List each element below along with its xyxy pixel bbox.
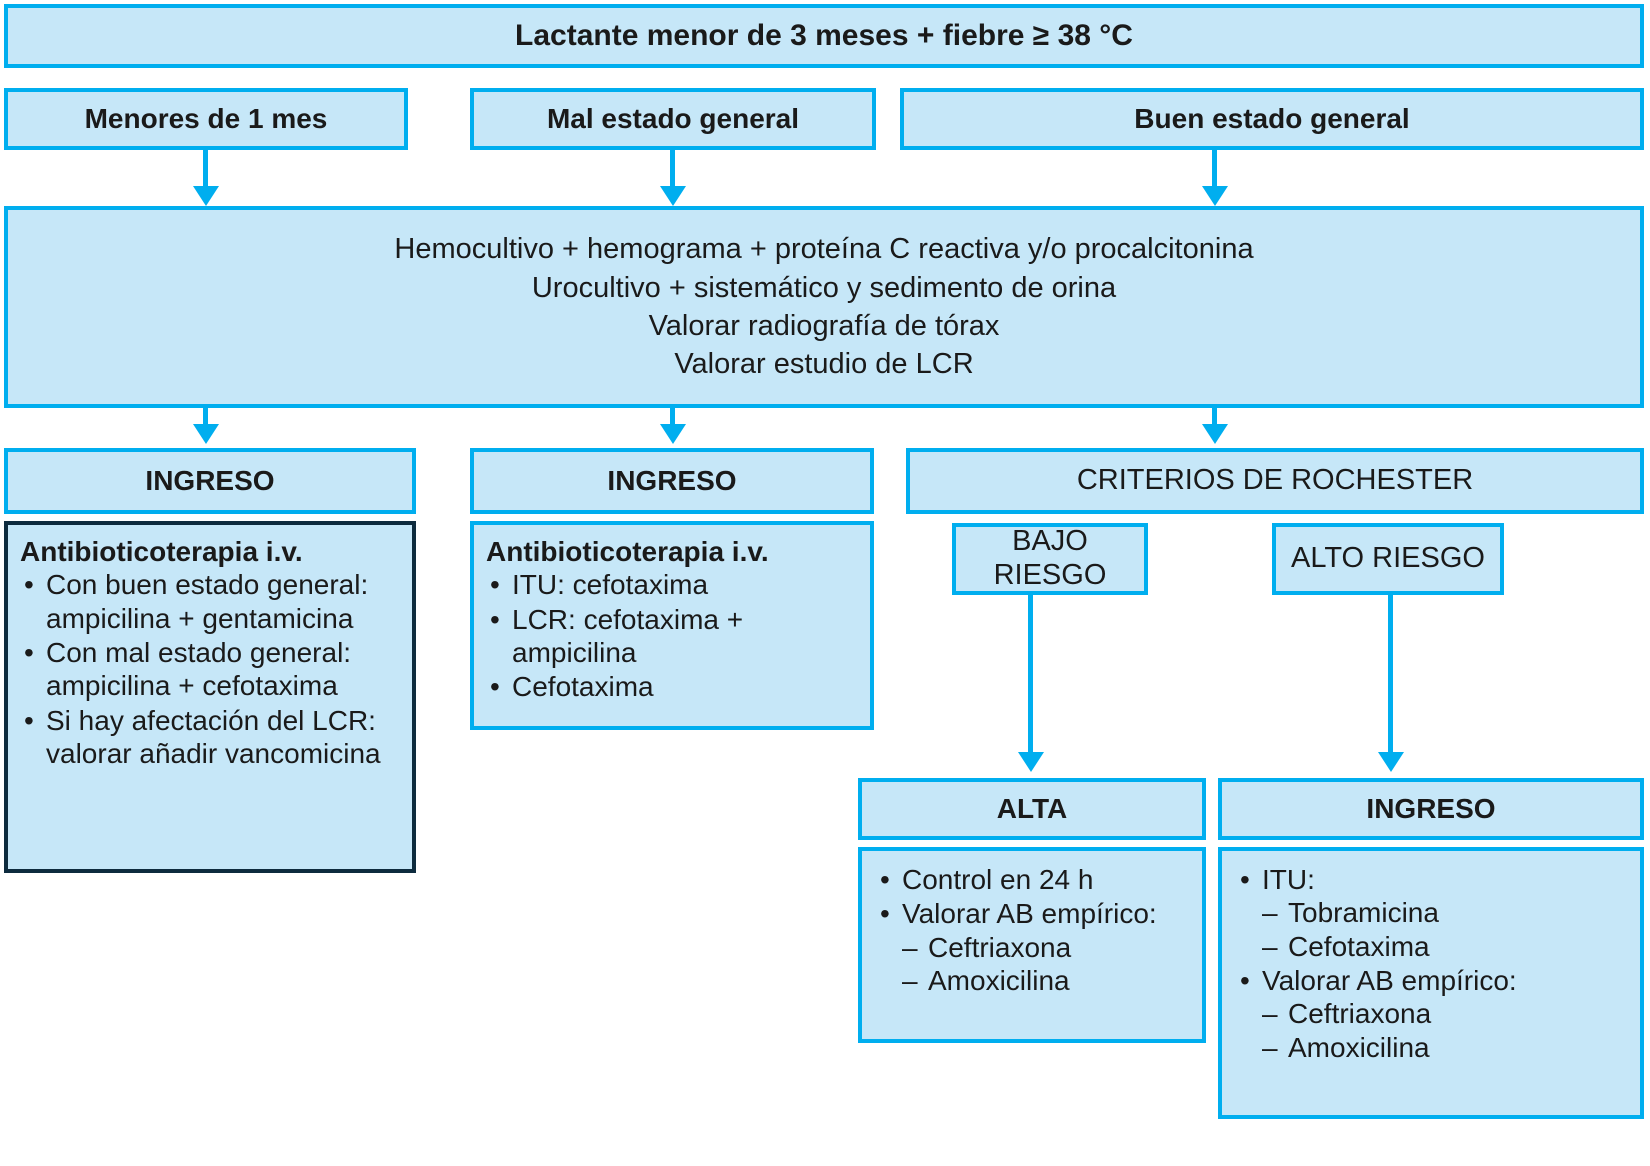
list-item: Cefotaxima: [486, 670, 858, 704]
admit-right-plan-sublist-empiric: Ceftriaxona Amoxicilina: [1262, 997, 1630, 1064]
arrow-head-poorstate-to-workup: [660, 186, 686, 206]
list-item: Valorar AB empírico: Ceftriaxona Amoxici…: [876, 897, 1192, 997]
discharge-plan-sublist: Ceftriaxona Amoxicilina: [902, 931, 1192, 998]
list-item: Con buen estado general: ampicilina + ge…: [20, 568, 400, 635]
treatment-left-heading: Antibioticoterapia i.v.: [20, 536, 303, 567]
arrow-line-workup-to-rochester: [1212, 408, 1217, 428]
node-treatment-left: Antibioticoterapia i.v. Con buen estado …: [4, 521, 416, 873]
node-high-risk: ALTO RIESGO: [1272, 523, 1504, 595]
node-treatment-mid: Antibioticoterapia i.v. ITU: cefotaxima …: [470, 521, 874, 730]
admit-right-plan-sublist-itu: Tobramicina Cefotaxima: [1262, 896, 1630, 963]
node-under-1-month: Menores de 1 mes: [4, 88, 408, 150]
list-item: ITU: cefotaxima: [486, 568, 858, 602]
node-rochester-criteria: CRITERIOS DE ROCHESTER: [906, 448, 1644, 514]
node-poor-general-state: Mal estado general: [470, 88, 876, 150]
node-workup: Hemocultivo + hemograma + proteína C rea…: [4, 206, 1644, 408]
node-discharge-plan: Control en 24 h Valorar AB empírico: Cef…: [858, 847, 1206, 1043]
list-item: Si hay afectación del LCR: valorar añadi…: [20, 704, 400, 771]
arrow-head-under1m-to-workup: [193, 186, 219, 206]
node-low-risk: BAJO RIESGO: [952, 523, 1148, 595]
sub-list-item: Amoxicilina: [902, 964, 1192, 998]
list-item: Control en 24 h: [876, 863, 1192, 897]
sub-list-item: Cefotaxima: [1262, 930, 1630, 964]
arrow-line-poorstate-to-workup: [670, 150, 675, 190]
workup-line-3: Valorar radiografía de tórax: [648, 310, 1000, 342]
arrow-head-workup-to-admit-left: [193, 424, 219, 444]
arrow-line-lowrisk-to-discharge: [1028, 595, 1033, 755]
treatment-mid-heading: Antibioticoterapia i.v.: [486, 536, 769, 567]
admit-right-plan-list: ITU: Tobramicina Cefotaxima Valorar AB e…: [1236, 863, 1630, 1064]
arrow-head-lowrisk-to-discharge: [1018, 752, 1044, 772]
workup-line-2: Urocultivo + sistemático y sedimento de …: [531, 271, 1117, 304]
list-item: LCR: cefotaxima + ampicilina: [486, 603, 858, 670]
treatment-left-list: Con buen estado general: ampicilina + ge…: [20, 568, 400, 770]
workup-line-1: Hemocultivo + hemograma + proteína C rea…: [394, 233, 1254, 266]
arrow-head-goodstate-to-workup: [1202, 186, 1228, 206]
sub-list-item: Ceftriaxona: [1262, 997, 1630, 1031]
node-under-1-month-label: Menores de 1 mes: [84, 102, 328, 134]
sub-list-item: Ceftriaxona: [902, 931, 1192, 965]
node-admit-mid-label: INGRESO: [607, 464, 737, 496]
arrow-line-goodstate-to-workup: [1212, 150, 1217, 190]
node-discharge: ALTA: [858, 778, 1206, 840]
arrow-head-workup-to-rochester: [1202, 424, 1228, 444]
sub-list-item: Tobramicina: [1262, 896, 1630, 930]
list-item-label: Valorar AB empírico:: [902, 898, 1157, 930]
arrow-head-highrisk-to-admit: [1378, 752, 1404, 772]
node-admit-right: INGRESO: [1218, 778, 1644, 840]
node-good-general-state: Buen estado general: [900, 88, 1644, 150]
node-admit-right-label: INGRESO: [1366, 792, 1496, 824]
node-poor-general-state-label: Mal estado general: [546, 102, 800, 134]
node-low-risk-label: BAJO RIESGO: [993, 525, 1107, 591]
node-admit-left: INGRESO: [4, 448, 416, 514]
node-discharge-label: ALTA: [996, 792, 1068, 824]
node-title-label: Lactante menor de 3 meses + fiebre ≥ 38 …: [515, 18, 1133, 52]
node-admit-left-label: INGRESO: [145, 464, 275, 496]
node-rochester-criteria-label: CRITERIOS DE ROCHESTER: [1076, 464, 1474, 497]
node-admit-right-plan: ITU: Tobramicina Cefotaxima Valorar AB e…: [1218, 847, 1644, 1119]
treatment-mid-list: ITU: cefotaxima LCR: cefotaxima + ampici…: [486, 568, 858, 704]
arrow-line-workup-to-admit-left: [203, 408, 208, 428]
arrow-head-workup-to-admit-mid: [660, 424, 686, 444]
arrow-line-under1m-to-workup: [203, 150, 208, 190]
node-title: Lactante menor de 3 meses + fiebre ≥ 38 …: [4, 4, 1644, 68]
sub-list-item: Amoxicilina: [1262, 1031, 1630, 1065]
node-good-general-state-label: Buen estado general: [1134, 102, 1410, 134]
node-high-risk-label: ALTO RIESGO: [1291, 542, 1485, 575]
list-item: Con mal estado general: ampicilina + cef…: [20, 636, 400, 703]
list-item-label: ITU:: [1262, 864, 1315, 895]
node-admit-mid: INGRESO: [470, 448, 874, 514]
workup-line-4: Valorar estudio de LCR: [674, 348, 974, 381]
list-item-label: Valorar AB empírico:: [1262, 964, 1517, 996]
discharge-plan-list: Control en 24 h Valorar AB empírico: Cef…: [876, 863, 1192, 998]
arrow-line-highrisk-to-admit: [1388, 595, 1393, 755]
arrow-line-workup-to-admit-mid: [670, 408, 675, 428]
list-item: Valorar AB empírico: Ceftriaxona Amoxici…: [1236, 964, 1630, 1064]
list-item: ITU: Tobramicina Cefotaxima: [1236, 863, 1630, 963]
